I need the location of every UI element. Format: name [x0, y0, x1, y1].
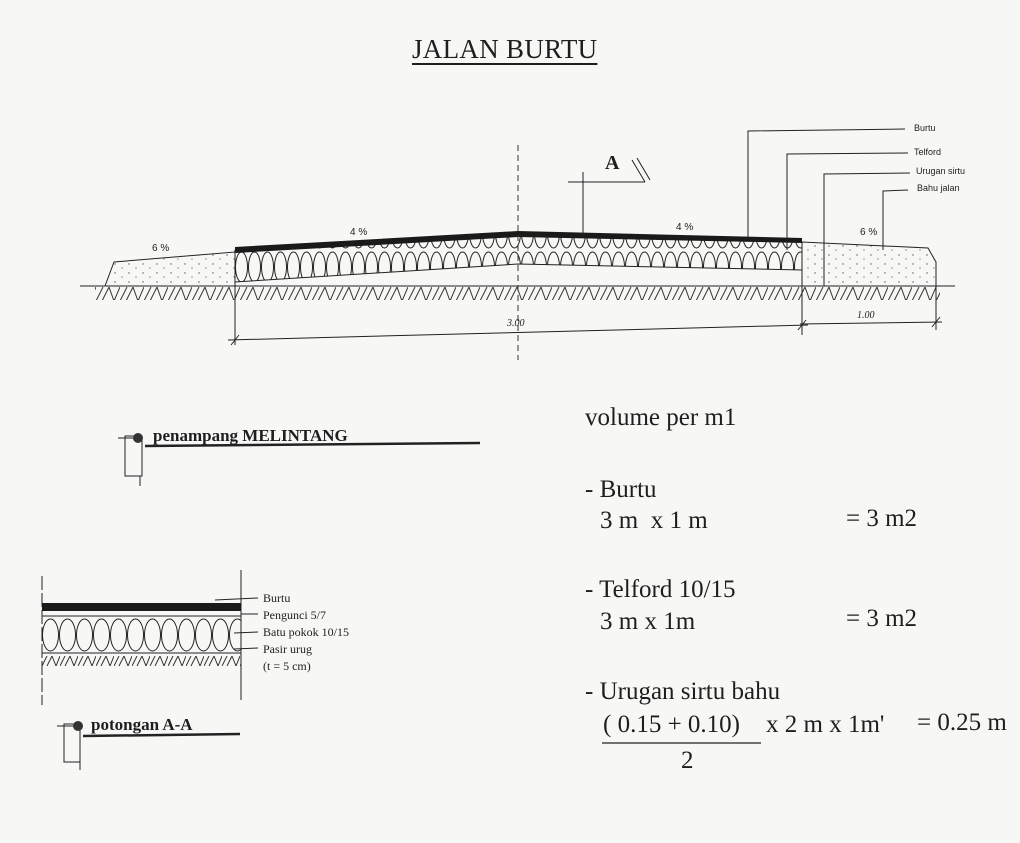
aa-callout-pengunci: Pengunci 5/7 — [263, 608, 326, 622]
volume-item-urugan-denominator: 2 — [681, 747, 694, 774]
caption-melintang: penampang MELINTANG — [153, 426, 348, 445]
volume-item-burtu-result: = 3 m2 — [846, 505, 918, 532]
burtu-layer — [235, 231, 802, 253]
aa-ground-hatch — [42, 656, 241, 666]
section-mark-a: A — [605, 152, 620, 174]
aa-callout-pasir-urug: Pasir urug — [263, 642, 312, 656]
callout-telford: Telford — [914, 147, 942, 157]
callout-urugan-sirtu: Urugan sirtu — [916, 166, 966, 176]
slope-right-shoulder: 6 % — [860, 227, 878, 238]
aa-burtu-layer — [42, 603, 241, 611]
volume-heading: volume per m1 — [585, 404, 737, 431]
volume-item-urugan-numerator: ( 0.15 + 0.10) — [603, 711, 740, 738]
melintang-underline — [144, 441, 481, 448]
dim-line-shoulder — [799, 321, 943, 325]
dim-shoulder-width: 1.00 — [857, 310, 875, 321]
aa-callout-batu-pokok: Batu pokok 10/15 — [263, 625, 349, 639]
leader-telford — [786, 152, 909, 250]
slope-left-carriageway: 4 % — [350, 227, 368, 238]
leader-burtu — [747, 128, 906, 238]
caption-potongan-aa: potongan A-A — [91, 715, 193, 734]
ground-hatch — [95, 287, 940, 300]
aa-callout-thickness: (t = 5 cm) — [263, 659, 311, 673]
aa-stone-layer — [42, 617, 241, 653]
volume-item-burtu-name: - Burtu — [585, 476, 657, 503]
slope-left-shoulder: 6 % — [152, 243, 170, 254]
aa-callout-burtu: Burtu — [263, 591, 291, 605]
volume-item-burtu-formula: 3 m x 1 m — [600, 507, 708, 534]
drawing-title: JALAN BURTU — [412, 34, 598, 64]
volume-item-telford-result: = 3 m2 — [846, 605, 918, 632]
right-shoulder — [801, 241, 937, 287]
volume-item-urugan-formula: x 2 m x 1m' — [766, 711, 885, 738]
left-shoulder — [104, 251, 236, 287]
volume-item-urugan-name: - Urugan sirtu bahu — [585, 678, 781, 705]
callout-burtu: Burtu — [914, 123, 936, 133]
dim-line-road — [227, 324, 809, 341]
leader-urugan — [823, 172, 911, 286]
volume-item-telford-formula: 3 m x 1m — [600, 608, 696, 635]
slope-right-carriageway: 4 % — [676, 222, 694, 233]
volume-item-telford-name: - Telford 10/15 — [585, 576, 736, 603]
volume-item-urugan-result: = 0.25 m — [917, 709, 1007, 736]
aa-underline — [82, 732, 241, 738]
callout-bahu-jalan: Bahu jalan — [917, 183, 960, 193]
dim-road-width: 3.00 — [507, 318, 525, 329]
leader-bahu — [882, 189, 909, 250]
